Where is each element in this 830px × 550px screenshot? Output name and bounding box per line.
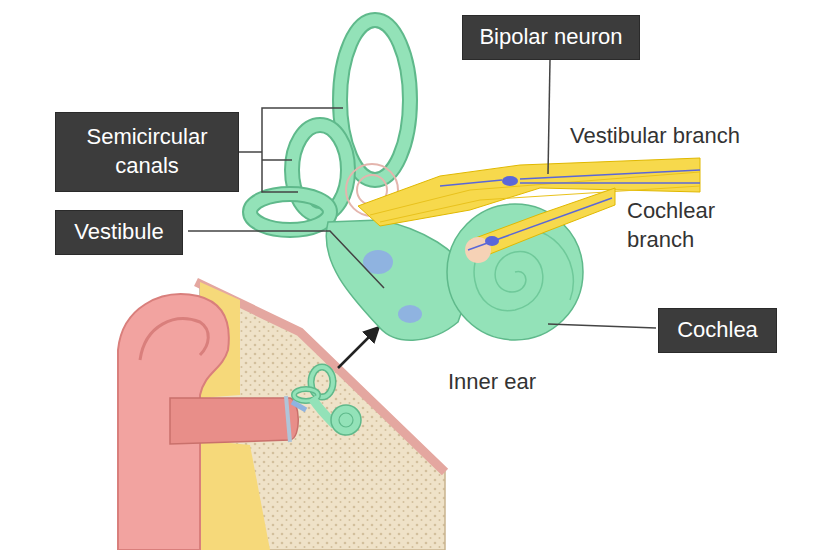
part-label: Inner ear [448, 368, 536, 397]
part-label: Vestibular branch [570, 122, 740, 151]
label-box: Cochlea [658, 308, 777, 353]
label-text: Bipolar neuron [479, 23, 622, 52]
part-label: Cochlear branch [627, 197, 742, 254]
label-box: Semicircular canals [55, 112, 239, 192]
saccule [398, 305, 422, 323]
label-text: Semicircular canals [72, 123, 222, 180]
label-box: Bipolar neuron [462, 15, 640, 60]
label-text: Vestibule [74, 218, 163, 247]
label-box: Vestibule [55, 210, 183, 255]
label-text: Cochlea [677, 316, 758, 345]
leader-lines [188, 60, 656, 328]
